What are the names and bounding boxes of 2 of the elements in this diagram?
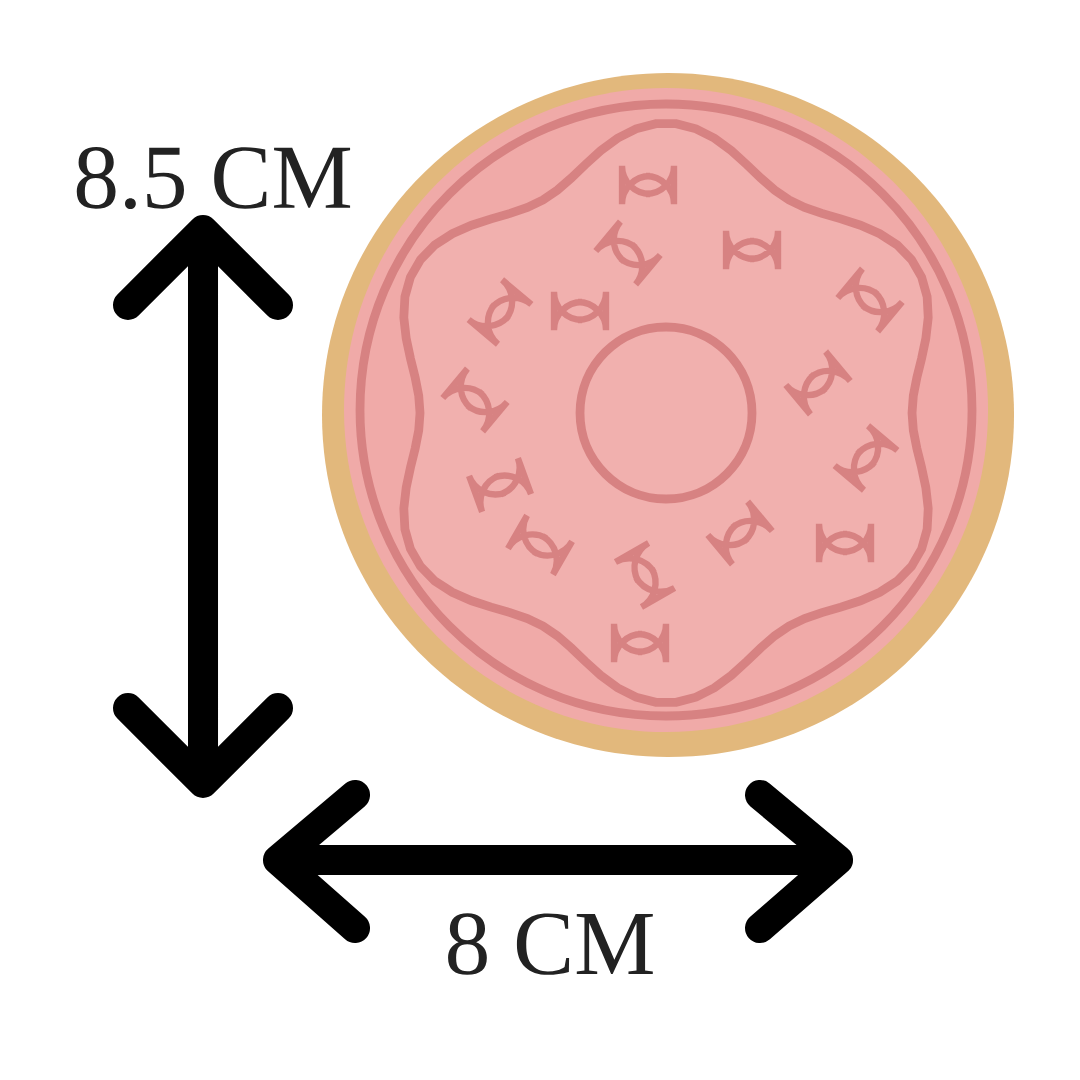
dimension-label: 8.5 CM xyxy=(76,146,351,209)
dimension-label: 8 CM xyxy=(448,913,653,975)
